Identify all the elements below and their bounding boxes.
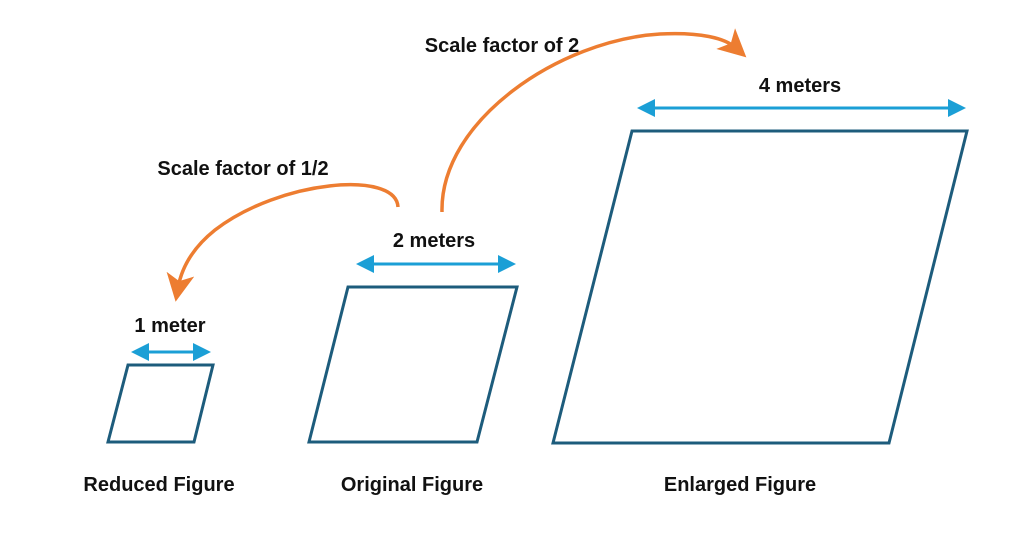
original-parallelogram (307, 285, 519, 444)
original-figure-caption: Original Figure (340, 474, 484, 496)
scale-half-arrow (166, 183, 400, 302)
enlarged-dimension-label: 4 meters (758, 75, 842, 97)
reduced-parallelogram (106, 363, 215, 444)
original-dimension-label: 2 meters (392, 230, 476, 252)
scale-factor-half-label: Scale factor of 1/2 (157, 158, 329, 180)
reduced-dimension-label: 1 meter (134, 315, 206, 337)
scale-factor-double-label: Scale factor of 2 (424, 35, 580, 57)
scale-double-arrow (440, 28, 747, 213)
enlarged-parallelogram (551, 129, 969, 445)
reduced-figure-caption: Reduced Figure (83, 474, 235, 496)
enlarged-figure-caption: Enlarged Figure (663, 474, 817, 496)
